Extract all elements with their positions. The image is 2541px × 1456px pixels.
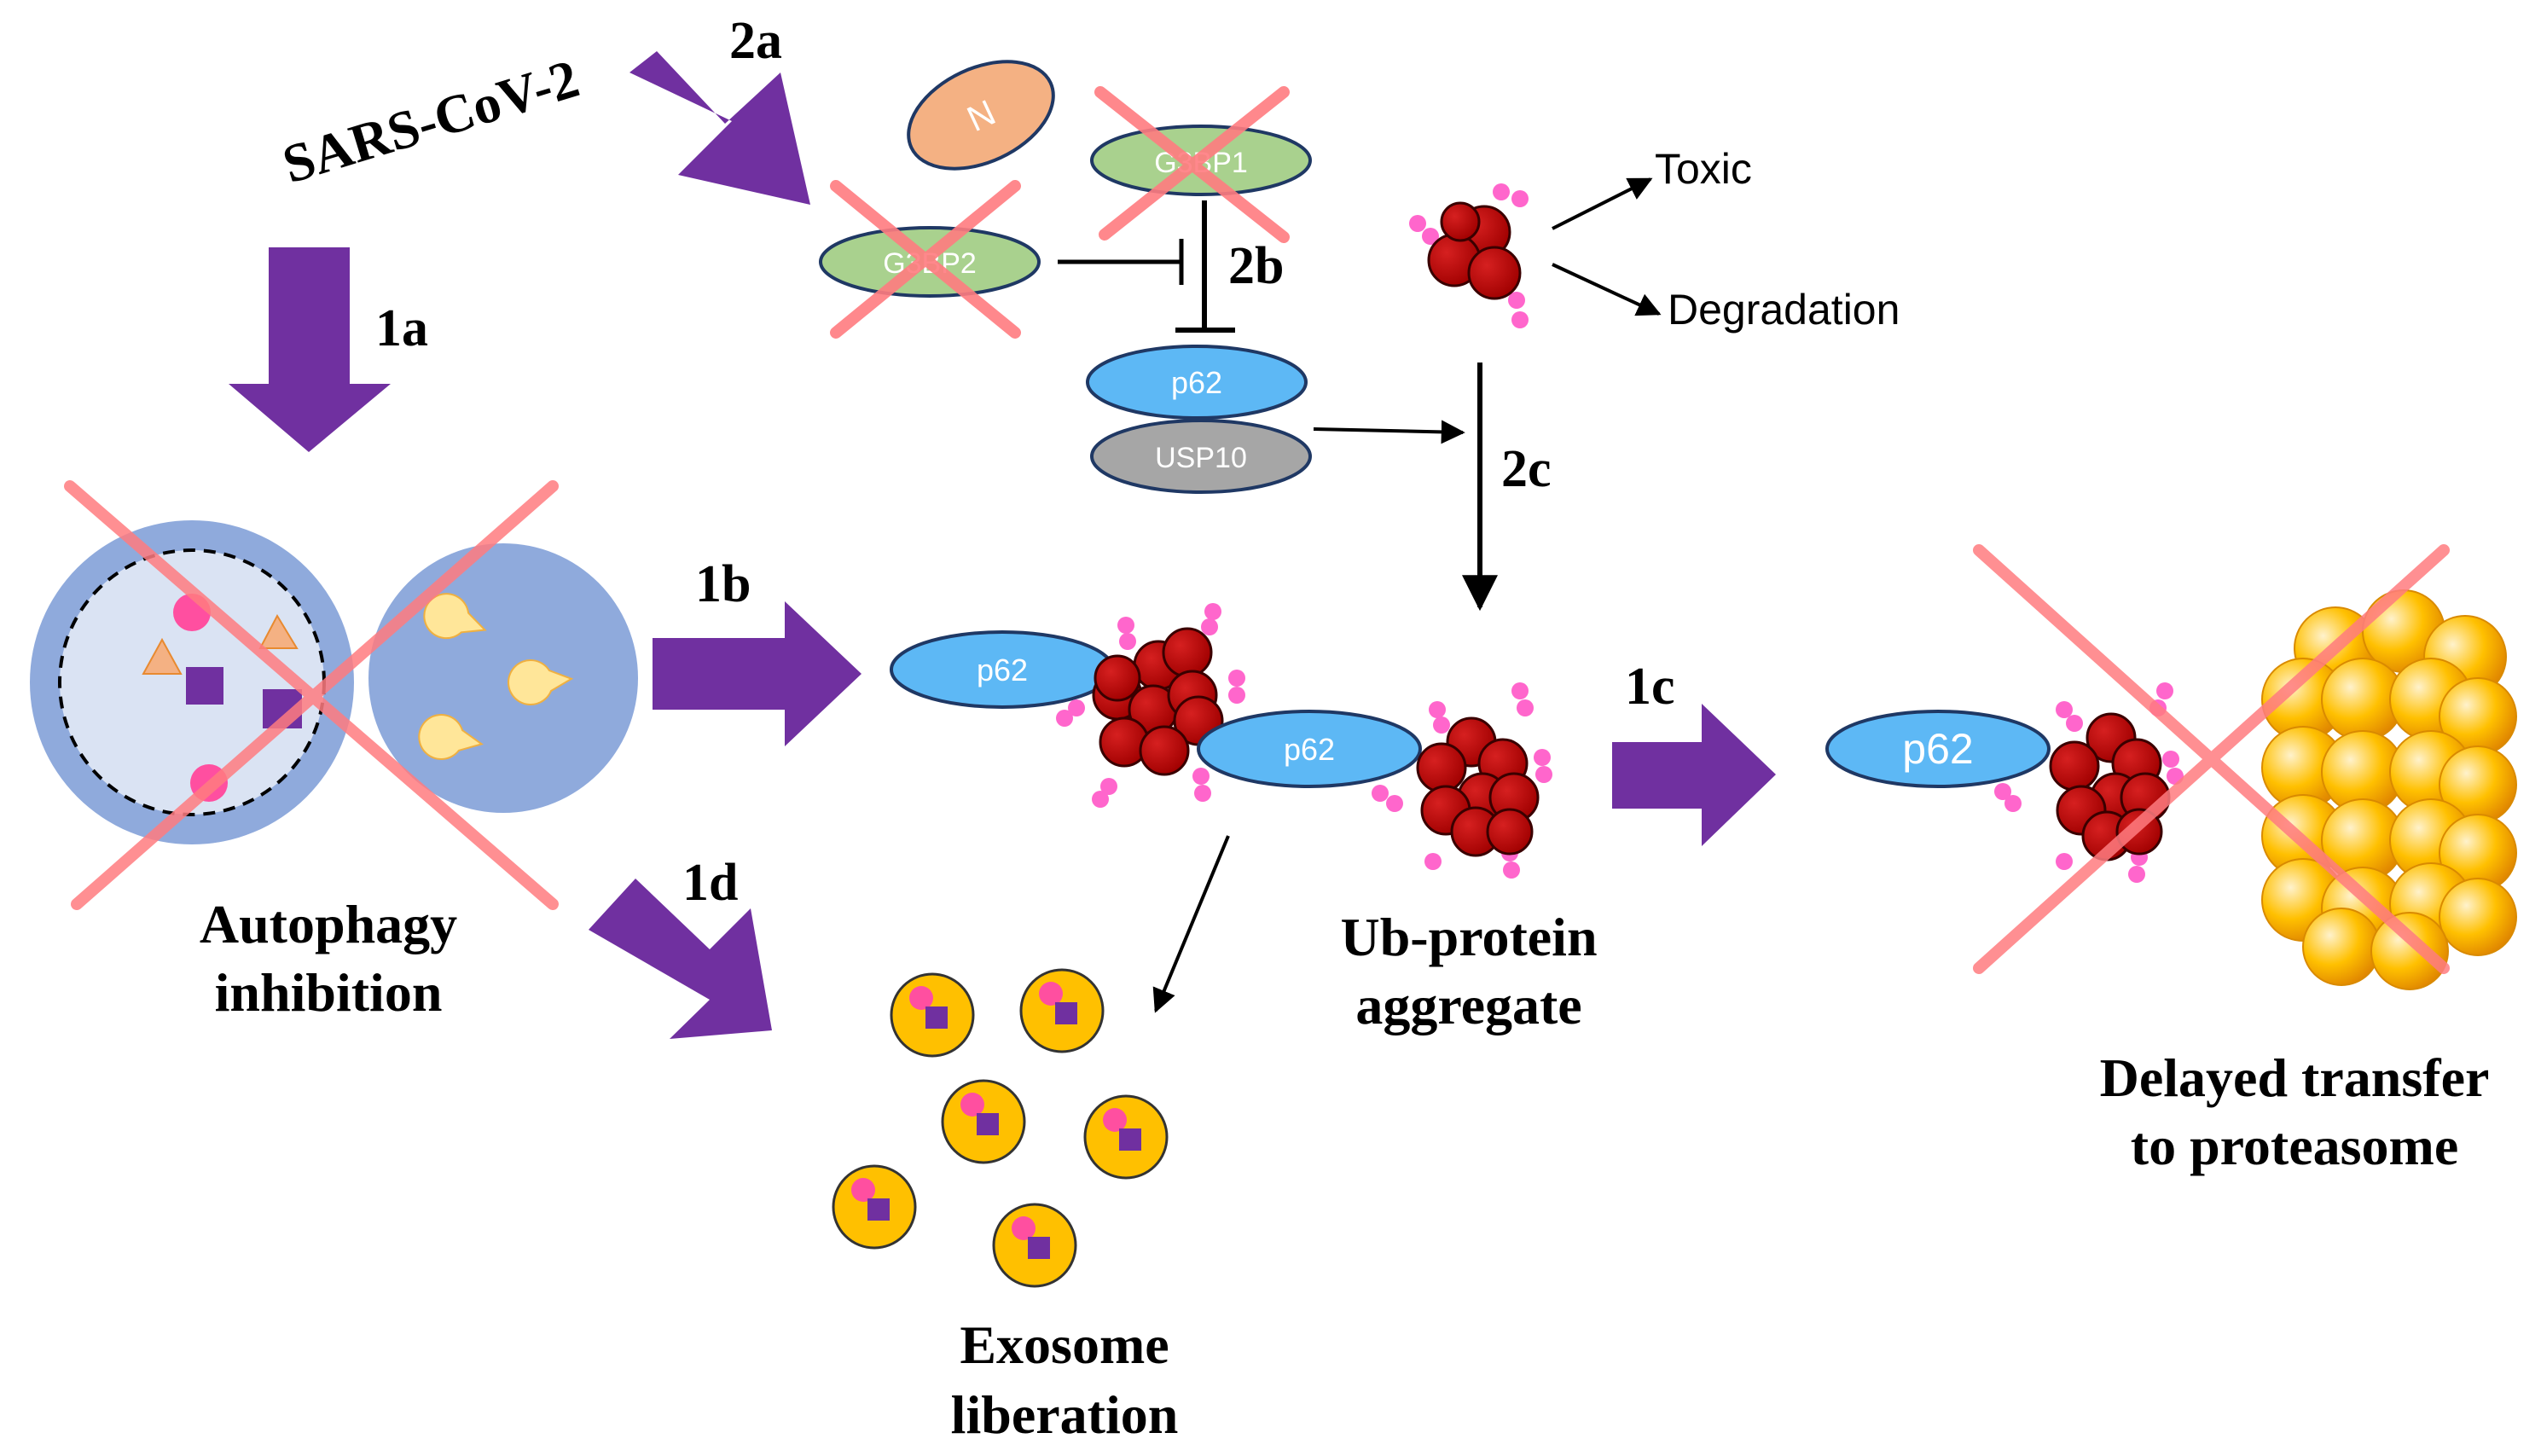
virus-label: SARS-CoV-2	[276, 48, 585, 195]
step-1d-label: 1d	[682, 854, 738, 912]
step-2a-label: 2a	[729, 12, 782, 70]
step-1c-label: 1c	[1625, 658, 1675, 716]
aggregate-center-1	[1056, 603, 1245, 808]
p62-top-label: p62	[1171, 365, 1222, 400]
exosome	[1083, 1094, 1169, 1180]
exosome	[1019, 968, 1105, 1053]
g3bp2-blocked-cross	[830, 180, 1021, 339]
p62-center-left-label: p62	[977, 653, 1028, 687]
p62-center-right	[1197, 710, 1422, 788]
autophagy-blocked-cross	[64, 480, 559, 910]
step-1a-label: 1a	[375, 299, 428, 357]
n-protein	[907, 60, 1055, 171]
p62-top	[1086, 345, 1308, 420]
aggregate-caption-line2: aggregate	[1355, 975, 1581, 1035]
step-2c-label: 2c	[1501, 440, 1552, 498]
proteasome-blocked-cross	[1973, 544, 2450, 974]
arrow-1d	[589, 879, 772, 1039]
exosome-caption-line2: liberation	[951, 1384, 1179, 1445]
arrow-1b	[653, 601, 862, 746]
exosome	[992, 1203, 1077, 1288]
arrow-2a	[629, 51, 810, 205]
proteasome-caption-line2: to proteasome	[2131, 1116, 2459, 1176]
degradation-label: Degradation	[1668, 286, 1900, 334]
step-1b-label: 1b	[695, 555, 751, 613]
g3bp1-blocked-cross	[1094, 86, 1290, 243]
step-2b-label: 2b	[1228, 237, 1284, 295]
arrow-usp10	[1313, 420, 1465, 444]
autophagy-caption-line1: Autophagy	[200, 894, 457, 954]
usp10-protein	[1090, 419, 1312, 494]
toxic-label: Toxic	[1655, 145, 1752, 193]
proteasome-caption-line1: Delayed transfer	[2100, 1047, 2490, 1108]
exosome	[832, 1164, 917, 1250]
autophagosome	[30, 520, 638, 844]
arrow-to-toxic	[1552, 177, 1653, 230]
usp10-label: USP10	[1155, 442, 1247, 474]
arrow-to-exosomes	[1152, 835, 1230, 1013]
arrow-to-degradation	[1552, 263, 1662, 316]
exosome	[941, 1079, 1026, 1164]
p62-right-label: p62	[1902, 725, 1973, 773]
arrow-1a	[229, 247, 391, 452]
aggregate-center-2	[1372, 682, 1552, 879]
exosome-caption-line1: Exosome	[960, 1314, 1169, 1375]
arrow-1c	[1612, 704, 1776, 846]
aggregate-caption-line1: Ub-protein	[1340, 907, 1597, 967]
small-aggregate	[1409, 183, 1529, 328]
p62-center-right-label: p62	[1284, 732, 1335, 767]
proteasome	[2261, 589, 2517, 990]
p62-right	[1825, 710, 2051, 788]
exosome-cluster	[832, 968, 1169, 1288]
exosome	[890, 972, 975, 1058]
autophagy-caption-line2: inhibition	[215, 962, 443, 1023]
